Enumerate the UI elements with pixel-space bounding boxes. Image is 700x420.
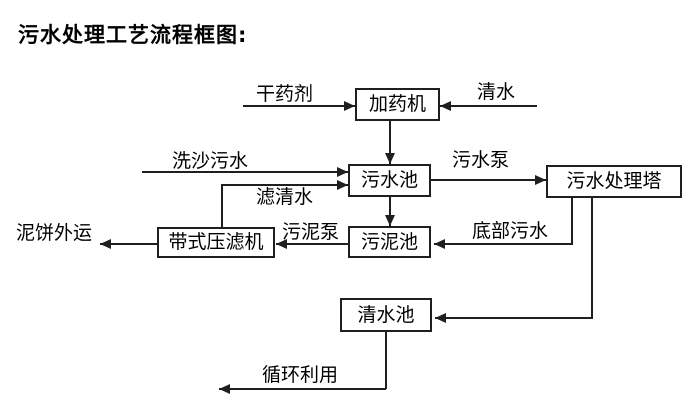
edge-recycle-line-h [219,388,386,390]
edge-dry-agent-line [243,105,355,107]
node-sewage-pool: 污水池 [348,164,431,197]
edge-filtered-water-line-h [222,184,348,186]
node-belt-filter-press-label: 带式压滤机 [168,231,264,253]
edge-recycle-line-v [385,332,387,389]
node-sewage-treatment-tower: 污水处理塔 [546,165,682,198]
arrowhead-bottom-sewage-icon [434,239,445,249]
arrowhead-filtered-water-icon [337,180,348,190]
node-clean-water-pool: 清水池 [340,298,432,332]
node-clean-water-pool-label: 清水池 [357,303,415,326]
node-dosing-machine: 加药机 [355,88,440,121]
edge-sludge-pump-line [276,243,348,245]
diagram-title: 污水处理工艺流程框图: [18,23,248,47]
edge-sewage-to-sludge-line [389,197,391,226]
flow-label-dry-agent: 干药剂 [256,83,314,105]
arrowhead-dosing-to-sewage-icon [385,153,395,164]
flow-label-mud-cake-transport: 泥饼外运 [16,222,93,244]
arrowhead-sand-washing-icon [337,167,348,177]
edge-clean-water-line [440,105,537,107]
flow-label-recycle-use: 循环利用 [262,364,339,386]
edge-bottom-sewage-line-v [571,198,573,245]
edge-dosing-to-sewage-line [389,120,391,164]
node-sewage-treatment-tower-label: 污水处理塔 [566,170,662,192]
arrowhead-sludge-pump-icon [276,239,287,249]
arrowhead-recycle-icon [219,384,230,394]
arrowhead-clean-water-icon [440,101,451,111]
arrowhead-tower-to-clean-icon [435,313,446,323]
flow-label-clean-water: 清水 [477,81,516,103]
node-dosing-machine-label: 加药机 [368,93,426,115]
flow-label-bottom-sewage: 底部污水 [472,220,549,242]
flow-label-sand-washing-sewage: 洗沙污水 [172,150,249,172]
arrowhead-dry-agent-icon [344,101,355,111]
node-sludge-pool-label: 污泥池 [360,230,418,253]
arrowhead-sewage-pump-icon [535,175,546,185]
edge-sewage-pump-line [431,179,546,181]
edge-mud-cake-line [100,243,157,245]
flow-label-sludge-pump: 污泥泵 [282,221,340,243]
edge-sand-washing-line [142,171,348,173]
edge-bottom-sewage-line-h [434,243,572,245]
node-sludge-pool: 污泥池 [348,226,431,258]
arrowhead-mud-cake-icon [100,239,111,249]
edge-filtered-water-line-v [221,184,223,227]
flow-label-sewage-pump: 污水泵 [452,149,510,171]
flow-label-filtered-water: 滤清水 [256,186,314,208]
node-sewage-pool-label: 污水池 [360,169,418,191]
arrowhead-sewage-to-sludge-icon [385,215,395,226]
edge-tower-to-clean-line-v [591,198,593,319]
node-belt-filter-press: 带式压滤机 [157,227,275,258]
edge-tower-to-clean-line-h [435,317,592,319]
